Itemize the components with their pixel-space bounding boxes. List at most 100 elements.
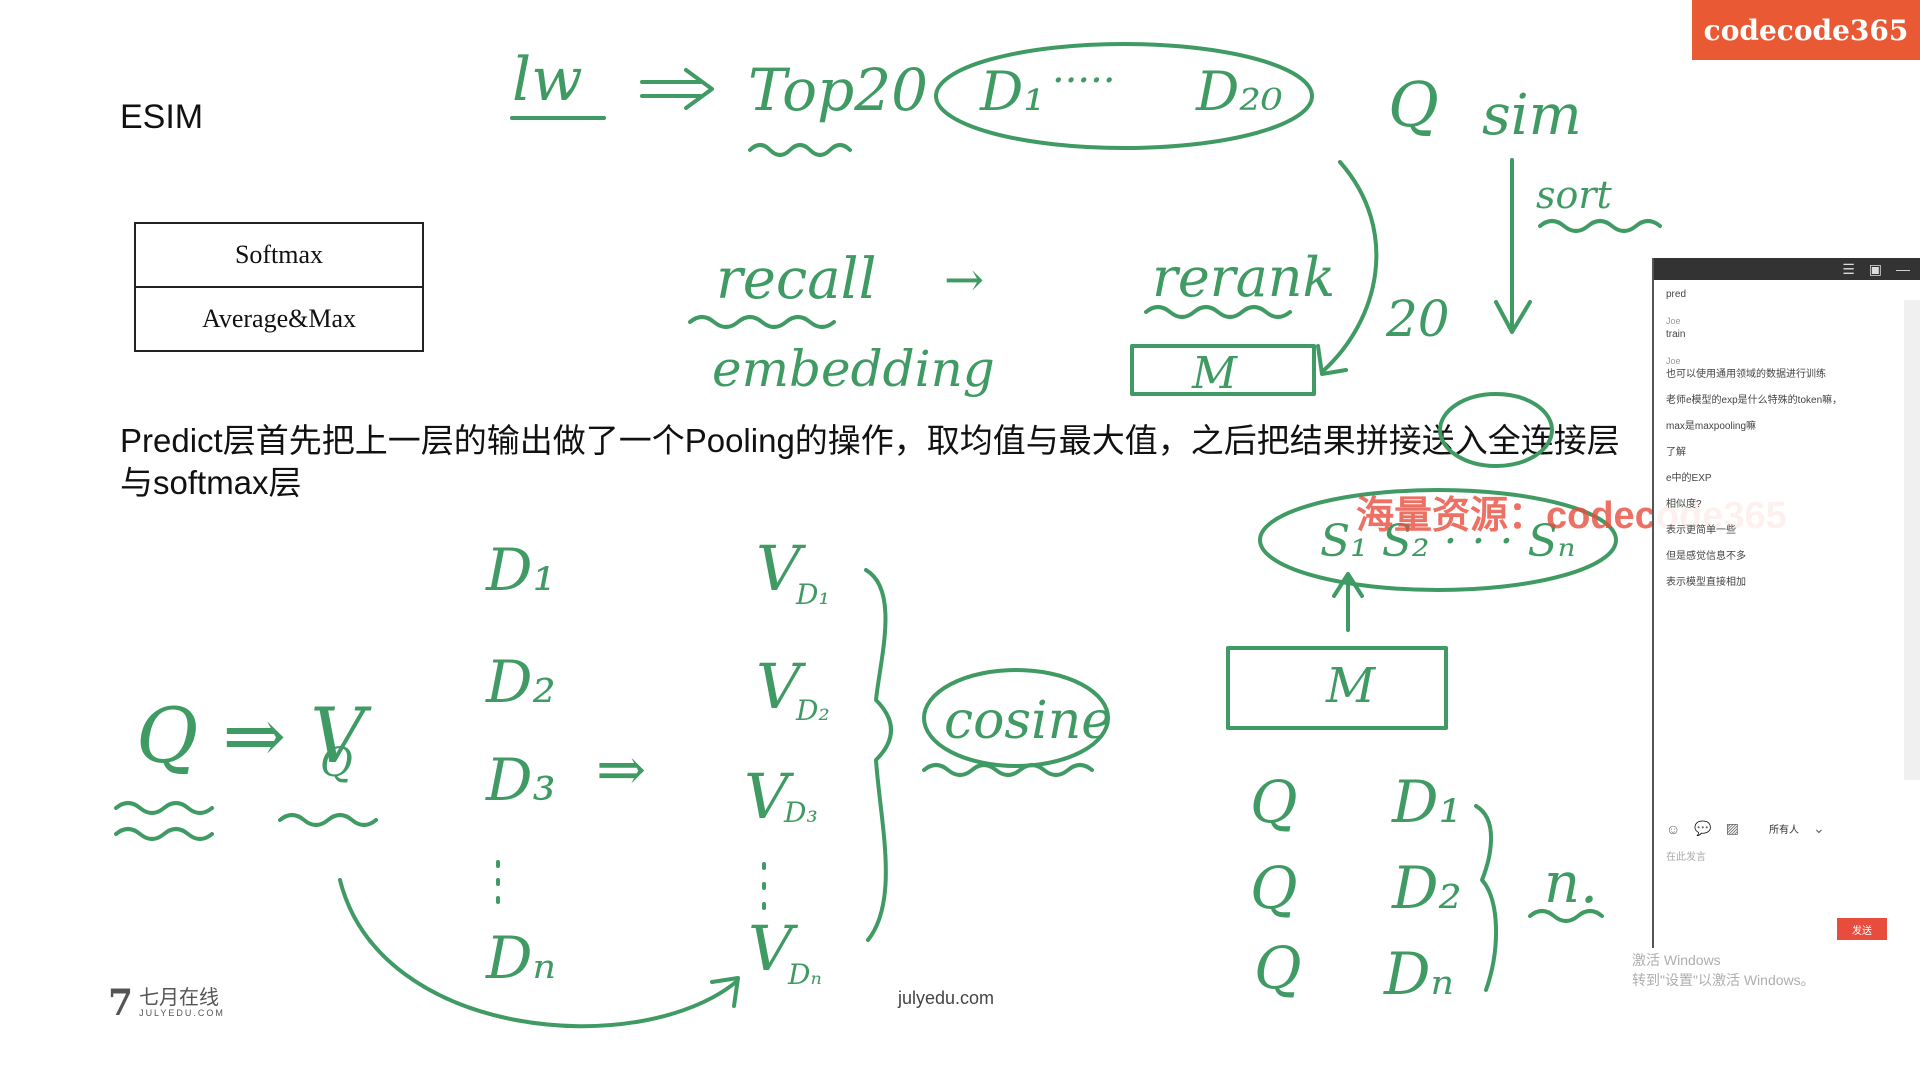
chat-message-text: max是maxpooling嘛	[1666, 421, 1757, 432]
side-scroll-strip[interactable]	[1904, 300, 1920, 780]
chat-message-text: e中的EXP	[1666, 473, 1712, 484]
box-model-top	[1130, 344, 1316, 396]
chat-message: pred	[1666, 288, 1910, 302]
activation-title: 激活 Windows	[1632, 952, 1721, 968]
chat-message-text: 表示更简单一些	[1666, 525, 1736, 536]
note-sort: sort	[1536, 173, 1613, 217]
logo-cn: 七月在线	[139, 987, 220, 1009]
note-recall: recall	[716, 247, 876, 312]
v-item-0: V	[756, 532, 807, 605]
note-sim: sim	[1482, 83, 1582, 148]
chat-input[interactable]: 在此发言	[1666, 852, 1706, 863]
note-double-arrow: ⇒	[596, 735, 646, 805]
note-d20: D₂₀	[1195, 60, 1283, 123]
chat-message: 老师e模型的exp是什么特殊的token嘛，	[1666, 394, 1910, 408]
note-twenty: 20	[1385, 290, 1450, 348]
note-m: M	[1191, 348, 1238, 399]
brand-badge: codecode365	[1692, 0, 1920, 60]
note-d1: D₁	[979, 60, 1045, 123]
logo-mark: 7	[108, 982, 134, 1024]
qd-pair-2-d: Dₙ	[1383, 940, 1454, 1008]
emoji-icon[interactable]: ☺	[1666, 820, 1681, 837]
v-sub-0: D₁	[795, 578, 830, 611]
footer-url: julyedu.com	[898, 988, 995, 1008]
d-item-1: D₂	[485, 648, 556, 716]
arrow-m-up	[1332, 572, 1364, 632]
d-column: D₁ D₂ D₃ Dₙ	[485, 536, 556, 992]
note-n: n.	[1544, 851, 1598, 916]
note-m2: M	[1325, 658, 1377, 714]
v-item-2: V	[744, 760, 795, 833]
chat-message: 相似度?	[1666, 498, 1910, 512]
squiggle-vq	[278, 813, 378, 827]
chat-message-text: 但是感觉信息不多	[1666, 551, 1746, 562]
chat-message-text: 相似度?	[1666, 499, 1702, 510]
squiggle-cosine	[922, 763, 1094, 777]
arrow-lw-top20	[640, 68, 714, 110]
brace-qd	[1474, 804, 1499, 992]
chat-message-text: 老师e模型的exp是什么特殊的token嘛，	[1666, 395, 1843, 406]
activation-hint: 转到"设置"以激活 Windows。	[1632, 972, 1815, 988]
bubble-icon[interactable]: 💬	[1694, 820, 1712, 836]
chat-message: e中的EXP	[1666, 472, 1910, 486]
layer-diagram: Softmax Average&Max	[134, 222, 424, 352]
chat-message: 表示模型直接相加	[1666, 576, 1910, 590]
menu-icon[interactable]: ☰	[1842, 260, 1855, 277]
note-rerank: rerank	[1152, 246, 1335, 309]
layer-softmax: Softmax	[234, 240, 324, 269]
note-q-vq: Q ⇒ V	[136, 691, 372, 780]
circle-candidates	[934, 42, 1314, 150]
windows-activation-notice: 激活 Windows 转到"设置"以激活 Windows。	[1632, 950, 1815, 990]
send-button[interactable]: 发送	[1837, 918, 1887, 940]
recipient-select[interactable]: 所有人	[1768, 825, 1799, 836]
v-column: V D₁ V D₂ V D₃ V Dₙ	[744, 532, 830, 991]
chat-message-text: pred	[1666, 289, 1687, 300]
window-icon[interactable]: ▣	[1868, 260, 1882, 277]
v-sub-2: D₃	[783, 796, 818, 829]
minimize-icon[interactable]: —	[1896, 261, 1910, 277]
logo-en: JULYEDU.COM	[139, 1008, 225, 1018]
arrow-sim-down	[1494, 158, 1532, 334]
squiggle-recall	[688, 315, 836, 329]
qd-pairs: Q D₁ Q D₂ Q Dₙ	[1250, 768, 1462, 1008]
chat-message-author: Joe	[1666, 316, 1681, 326]
squiggle-rerank	[1144, 305, 1292, 319]
circle-cosine	[922, 668, 1110, 768]
note-arrow-recall-rerank: →	[944, 252, 984, 308]
slide-description: Predict层首先把上一层的输出做了一个Pooling的操作，取均值与最大值，…	[120, 422, 1620, 501]
squiggle-q	[114, 801, 214, 841]
qd-pair-0-d: D₁	[1391, 768, 1462, 836]
chat-message-text: 也可以使用通用领域的数据进行训练	[1666, 369, 1826, 380]
qd-pair-1-d: D₂	[1391, 854, 1462, 922]
julyedu-logo: 7 七月在线 JULYEDU.COM	[108, 982, 225, 1024]
chat-message-text: train	[1666, 329, 1686, 340]
chat-message-text: 了解	[1666, 447, 1686, 458]
layer-average-max: Average&Max	[136, 286, 422, 350]
qd-pair-2-q: Q	[1254, 934, 1302, 1002]
curve-top-to-model	[1316, 160, 1379, 376]
qd-pair-0-q: Q	[1250, 768, 1298, 836]
qd-pair-1-q: Q	[1250, 854, 1298, 922]
box-model-bottom	[1226, 646, 1448, 730]
chat-message: 表示更简单一些	[1666, 524, 1910, 538]
d-item-3: Dₙ	[485, 924, 556, 992]
chat-message: max是maxpooling嘛	[1666, 420, 1910, 434]
v-item-3: V	[748, 912, 799, 985]
squiggle-n	[1528, 909, 1604, 923]
squiggle-top20	[748, 143, 852, 157]
slide-title: ESIM	[120, 98, 204, 136]
v-item-1: V	[756, 650, 807, 723]
chevron-down-icon[interactable]: ⌄	[1812, 820, 1825, 836]
chat-message: Joe train	[1666, 314, 1910, 342]
squiggle-sort	[1538, 219, 1662, 233]
note-dots: ·····	[1052, 58, 1116, 104]
v-sub-3: Dₙ	[787, 958, 822, 991]
note-cosine: cosine	[944, 691, 1112, 751]
note-top20: Top20	[748, 56, 928, 124]
image-icon[interactable]: ▨	[1725, 820, 1739, 836]
